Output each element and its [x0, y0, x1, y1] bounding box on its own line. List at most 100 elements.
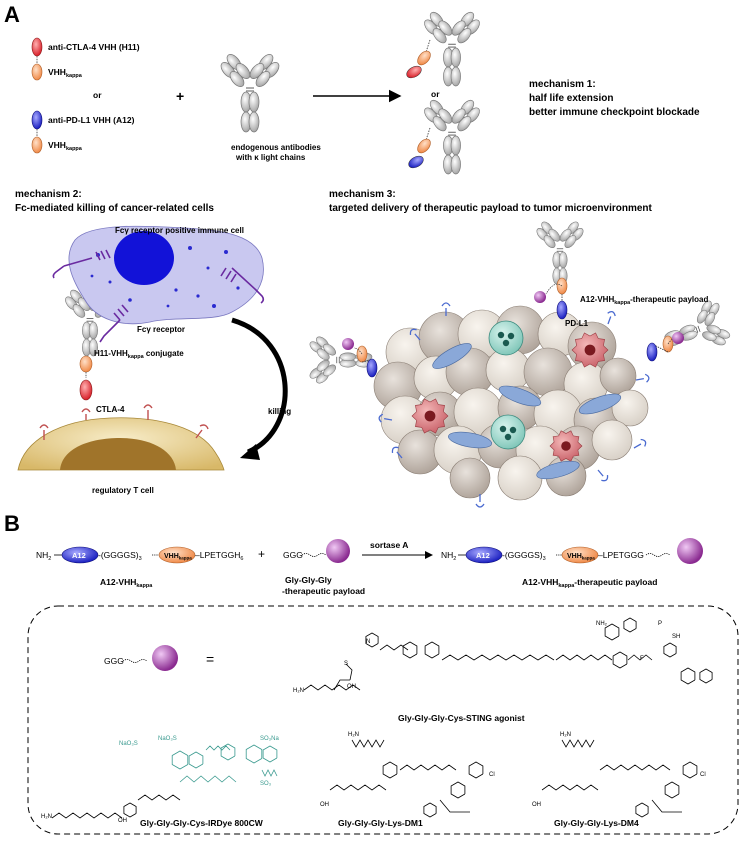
teal-immune-cell: [490, 414, 526, 450]
ggggs-left: -(GGGGS)3: [98, 550, 142, 562]
treg-label: regulatory T cell: [92, 486, 154, 495]
dm1-label: Gly-Gly-Gly-Lys-DM1: [338, 818, 423, 828]
atom-oh-sting: OH: [347, 684, 356, 690]
label-mid2: -therapeutic payload: [282, 586, 365, 596]
mech3-line: targeted delivery of therapeutic payload…: [329, 203, 653, 214]
fc-cell-label: Fcγ receptor positive immune cell: [115, 226, 244, 235]
mech2-line: Fc-mediated killing of cancer-related ce…: [15, 203, 214, 214]
fibroblast-cell: [432, 343, 472, 369]
svg-text:VHHkappa: VHHkappa: [567, 553, 595, 561]
a12-payload-label: A12-VHHkappa-therapeutic payload: [580, 295, 708, 306]
atom-p: P: [658, 621, 662, 627]
ctla4-receptors: [39, 404, 209, 440]
fibroblast-cell: [498, 385, 542, 407]
fibroblast-cell: [448, 431, 492, 449]
atom-f: F: [640, 656, 644, 662]
tumor-cell: [599, 357, 637, 395]
panel-b-letter: B: [4, 511, 20, 536]
immune-cell: Fcγ receptor positive immune cell: [68, 225, 264, 325]
tumor-microenvironment: [309, 221, 731, 508]
atom-sh: SH: [672, 634, 680, 640]
atom-nh2-sting: H₂N: [293, 688, 304, 694]
payload-sphere-3: [152, 645, 178, 671]
mech1-title: mechanism 1:: [529, 79, 596, 90]
payload-sphere-1: [326, 539, 350, 563]
a12-oval-left: [61, 546, 99, 564]
endogenous-antibody: [220, 54, 280, 133]
atom-nh2-dm1: H₂N: [348, 732, 359, 738]
h11-conjugate: [79, 355, 93, 401]
svg-text:A12: A12: [72, 551, 86, 560]
or-label-1: or: [93, 90, 102, 100]
endogenous-line1: endogenous antibodies: [231, 143, 321, 152]
irdye-label: Gly-Gly-Gly-Cys-IRDye 800CW: [140, 818, 264, 828]
teal-immune-cell: [488, 320, 524, 356]
plus-sign-b: +: [258, 547, 265, 561]
top-payload-chain: [534, 277, 568, 320]
mech2-title: mechanism 2:: [15, 189, 82, 200]
a12-oval-right: [465, 546, 503, 564]
regulatory-t-cell: regulatory T cell: [17, 417, 225, 495]
pdl1-receptor: [635, 373, 650, 383]
mech3-title: mechanism 3:: [329, 189, 396, 200]
or-label-2: or: [431, 89, 440, 99]
vhh1-label: anti-CTLA-4 VHH (H11): [48, 42, 140, 52]
tumor-cell: [449, 457, 491, 499]
h11-conjugate-label: H11-VHHkappa conjugate: [94, 349, 184, 360]
dm4-structure: [541, 739, 698, 818]
product2-vhh: [408, 127, 431, 169]
immune-nucleus: [114, 231, 174, 285]
antibody-payload-top: [536, 221, 584, 285]
sting-label: Gly-Gly-Gly-Cys-STING agonist: [398, 713, 525, 723]
kappa-vhh-icon: [31, 63, 43, 81]
vhh-oval-left: [158, 546, 196, 564]
payload-legend: GGG =: [104, 645, 214, 671]
product1-vhh: [406, 39, 431, 79]
killing-arrow: [231, 317, 288, 455]
nh2-left: NH2: [36, 550, 51, 562]
pdl1-receptor: [409, 328, 421, 341]
sortase-label: sortase A: [370, 540, 408, 550]
ctla4-label: CTLA-4: [96, 405, 125, 414]
antibody-product-2: [424, 99, 480, 175]
atom-oh-dm1: OH: [320, 802, 329, 808]
equals-sign: =: [206, 651, 214, 667]
fibroblast-cell: [536, 460, 580, 480]
svg-text:VHHkappa: VHHkappa: [164, 553, 192, 561]
tumor-cell: [591, 419, 633, 461]
plus-sign-a: +: [176, 88, 184, 104]
vhh2-label: anti-PD-L1 VHH (A12): [48, 115, 135, 125]
pdl1-receptor: [607, 310, 616, 325]
label-mid1: Gly-Gly-Gly: [285, 575, 332, 585]
atom-s-sting: S: [344, 661, 348, 667]
fc-receptors: [52, 249, 265, 343]
svg-text:A12: A12: [476, 551, 490, 560]
sting-agonist-structure: [303, 617, 713, 691]
atom-so3: SO₃: [260, 781, 272, 787]
fc-receptor-label: Fcγ receptor: [137, 325, 185, 334]
atom-nao3s-2: NaO₃S: [158, 736, 177, 742]
svg-text:NH2: NH2: [441, 550, 456, 562]
lpetggh: –LPETGGH6: [195, 550, 243, 562]
kappa-vhh-icon-2: [31, 136, 43, 154]
pdl1-label: PD-L1: [565, 319, 589, 328]
atom-cl-dm4: Cl: [700, 772, 706, 778]
atom-nh2-ade: NH₂: [596, 621, 608, 627]
atom-oh-irdye: OH: [118, 818, 127, 824]
ggg-payload-reagent: GGG Gly-Gly-Gly -therapeutic payload: [282, 539, 365, 596]
atom-n-sting: N: [366, 639, 370, 645]
left-payload-chain: [342, 338, 378, 378]
kappa-label-1: VHHkappa: [48, 67, 83, 79]
atom-nao3s-1: NaO₃S: [119, 741, 138, 747]
vhh-oval-right: [561, 546, 599, 564]
dm4-label: Gly-Gly-Gly-Lys-DM4: [554, 818, 639, 828]
irdye-structure: [51, 743, 278, 819]
atom-cl-dm1: Cl: [489, 772, 495, 778]
label-left: A12-VHHkappa: [100, 577, 153, 589]
pdl1-vhh-icon: [31, 110, 43, 130]
svg-text:-(GGGGS)3: -(GGGGS)3: [502, 550, 546, 562]
antibody-payload-right: [664, 300, 731, 347]
mech1-line2: better immune checkpoint blockade: [529, 107, 700, 118]
